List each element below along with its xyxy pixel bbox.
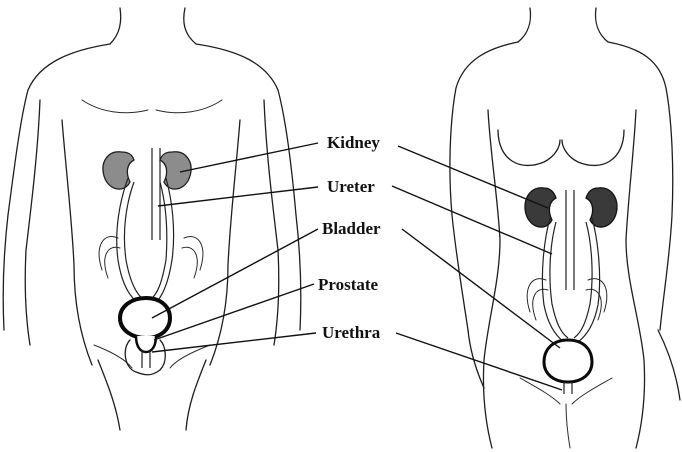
labels: Kidney Ureter Bladder Prostate Urethra [318, 133, 381, 342]
male-pelvis-right [184, 237, 203, 270]
label-urethra: Urethra [322, 323, 381, 342]
male-prostate [136, 336, 156, 352]
female-leg-split [566, 404, 570, 448]
urethra-line-female [396, 333, 562, 390]
female-breast-right [562, 130, 624, 165]
female-neck-right [596, 8, 609, 42]
female-left-kidney [525, 188, 556, 227]
female-right-torso [626, 110, 645, 448]
label-bladder: Bladder [322, 219, 381, 238]
male-bladder [120, 298, 170, 338]
male-chest-left [82, 100, 148, 113]
label-ureter: Ureter [327, 177, 375, 196]
female-right-kidney [586, 188, 617, 227]
female-left-ureter-2 [550, 222, 568, 338]
male-right-thigh-inner [186, 360, 206, 430]
male-pelvis-left [99, 237, 118, 270]
kidney-line-male [180, 143, 318, 172]
female-bladder [544, 340, 592, 382]
male-chest-right [156, 100, 222, 113]
female-left-torso [483, 110, 500, 448]
male-neck-right [184, 8, 196, 44]
male-left-arm-inner [25, 100, 40, 345]
prostate-line-male [154, 284, 314, 340]
female-urethra [564, 382, 572, 394]
urethra-line-male [152, 333, 316, 352]
male-left-ureter-2 [124, 182, 144, 300]
label-prostate: Prostate [318, 275, 379, 294]
male-right-torso [210, 120, 240, 365]
male-left-thigh-inner [98, 360, 120, 430]
male-neck-left [110, 8, 121, 44]
female-pelvis-left-2 [533, 289, 548, 320]
male-right-shoulder-arm [196, 44, 301, 330]
male-pelvis-right-2 [182, 247, 197, 278]
bladder-line-male [152, 229, 318, 318]
male-left-shoulder-arm [3, 44, 110, 330]
male-right-arm-inner [264, 100, 279, 345]
label-kidney: Kidney [327, 133, 380, 152]
male-left-torso [62, 120, 92, 365]
female-figure [450, 8, 680, 448]
male-left-kidney [103, 152, 134, 189]
female-right-shoulder-arm [608, 42, 673, 330]
female-right-ureter-2 [574, 222, 592, 338]
female-left-shoulder-arm [450, 42, 518, 330]
female-right-hand [658, 330, 680, 400]
female-neck-left [518, 8, 531, 42]
female-breast-left [498, 130, 560, 165]
male-left-ureter [117, 178, 140, 304]
male-figure [3, 8, 301, 430]
